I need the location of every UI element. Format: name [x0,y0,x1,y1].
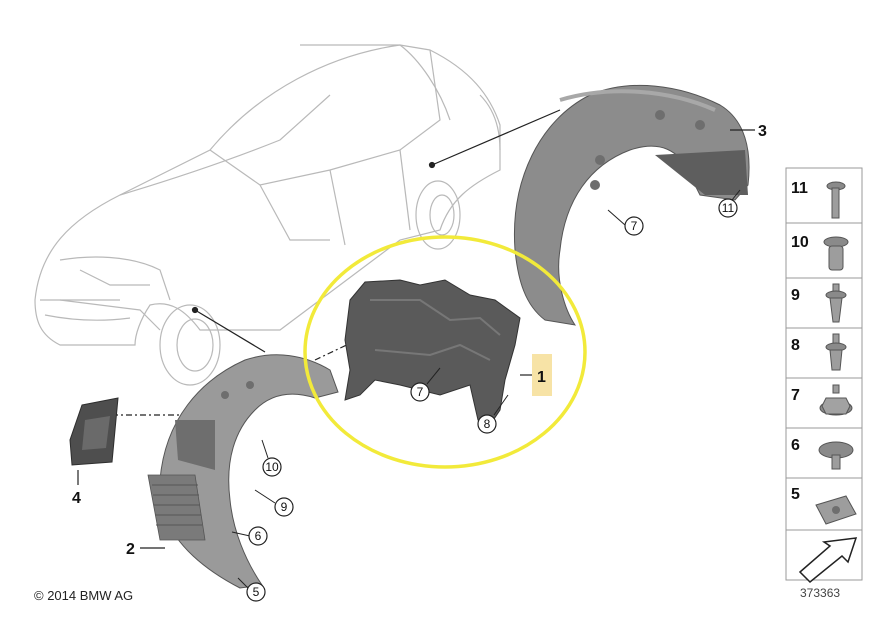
screw-icon [826,181,846,219]
callout-6[interactable]: 6 [231,526,268,546]
spring-nut-icon [815,495,857,525]
front-wheel-arch-liner [147,354,339,589]
part-number-4: 4 [72,490,81,507]
part-label-4[interactable]: 4 [72,470,81,507]
callout-number: 5 [253,585,260,599]
part-label-1[interactable]: 1 [520,354,552,396]
legend-number: 6 [791,437,800,454]
direction-arrow-icon [798,537,858,584]
callout-10[interactable]: 10 [261,439,282,477]
callout-7-mid[interactable]: 7 [410,367,441,402]
car-outline-drawing [34,44,501,386]
legend-item-7[interactable]: 7 [791,384,853,416]
part-number-1: 1 [537,369,546,386]
legend-item-10[interactable]: 10 [791,234,849,271]
callout-number: 6 [255,529,262,543]
callout-number: 8 [484,417,491,431]
callout-number: 7 [417,385,424,399]
clip-rivet-icon [825,283,847,323]
callout-9[interactable]: 9 [254,489,294,517]
legend-number: 9 [791,287,800,304]
callout-number: 9 [281,500,288,514]
expanding-nut-icon [823,236,849,271]
part-number-3: 3 [758,123,767,140]
highlight-circle [303,235,587,469]
callout-7-top[interactable]: 7 [607,209,644,236]
cover-plate [69,397,119,466]
legend-number: 8 [791,337,800,354]
rear-wheel-arch-liner [513,84,750,326]
callout-number: 10 [265,460,279,474]
part-label-3[interactable]: 3 [730,123,767,140]
legend-number: 10 [791,234,809,251]
front-inner-panel [344,279,521,426]
part-number-2: 2 [126,541,135,558]
part-label-2[interactable]: 2 [126,541,165,558]
callout-8[interactable]: 8 [477,394,509,434]
legend-number: 11 [791,180,808,197]
fastener-legend: 11 10 9 8 [785,167,863,584]
callout-11[interactable]: 11 [718,189,741,218]
collar-nut-icon [818,441,854,470]
legend-item-5[interactable]: 5 [791,486,857,525]
legend-item-8[interactable]: 8 [791,333,847,371]
hex-nut-icon [819,384,853,416]
legend-number: 5 [791,486,800,503]
copyright-text: © 2014 BMW AG [34,588,133,603]
legend-item-6[interactable]: 6 [791,437,854,470]
legend-item-9[interactable]: 9 [791,283,847,323]
callout-5[interactable]: 5 [237,577,266,602]
legend-item-11[interactable]: 11 [791,180,846,219]
expanding-rivet-icon [825,333,847,371]
diagram-number: 373363 [800,586,840,600]
callout-number: 7 [631,219,638,233]
legend-number: 7 [791,387,800,404]
callout-number: 11 [722,201,735,215]
